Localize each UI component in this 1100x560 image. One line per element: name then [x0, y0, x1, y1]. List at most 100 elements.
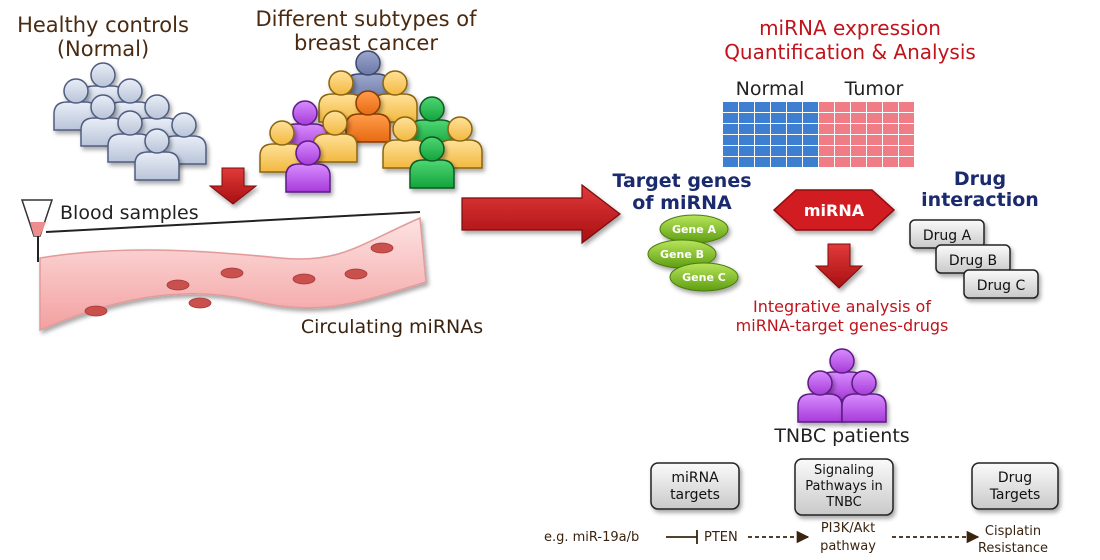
pten-label: PTEN — [704, 530, 738, 545]
heatmap-cell — [867, 124, 882, 134]
heatmap-cell — [739, 113, 754, 123]
cisplatin-label-line2: Resistance — [978, 541, 1048, 556]
heatmap-cell — [819, 146, 834, 156]
heatmap-cell — [851, 135, 866, 145]
heatmap-cell — [803, 113, 818, 123]
drug-c-label: Drug C — [977, 278, 1026, 294]
drug-a-label: Drug A — [923, 228, 972, 244]
blood-line-top — [45, 211, 421, 233]
heatmap-cell — [835, 124, 850, 134]
blood-samples-label: Blood samples — [60, 202, 199, 224]
heatmap-cell — [851, 157, 866, 167]
heatmap-cell — [755, 135, 770, 145]
heatmap-cell — [755, 124, 770, 134]
person-icon — [161, 112, 207, 165]
mirna-targets-line2: targets — [670, 487, 720, 503]
big-right-arrow — [461, 183, 621, 245]
heatmap-cell — [771, 102, 786, 112]
heatmap-cell — [803, 102, 818, 112]
heatmap-cell — [899, 146, 914, 156]
heatmap-cell — [739, 135, 754, 145]
heatmap-cell — [883, 113, 898, 123]
mirna-targets-line1: miRNA — [671, 470, 719, 486]
drug-targets-line1: Drug — [998, 470, 1032, 486]
heatmap-cell — [835, 102, 850, 112]
blood-tube-icon — [20, 199, 54, 262]
blood-cell — [188, 297, 212, 309]
integrative-title-line1: Integrative analysis of — [753, 297, 931, 316]
heatmap-cell — [771, 124, 786, 134]
drug-interaction-title-line2: interaction — [921, 189, 1039, 211]
heatmap-cell — [739, 157, 754, 167]
blood-cell — [292, 273, 316, 285]
person-icon — [409, 136, 455, 189]
heatmap-cell — [803, 146, 818, 156]
example-mirna-label: e.g. miR-19a/b — [544, 530, 639, 545]
heatmap-cell — [883, 146, 898, 156]
heatmap-cell — [771, 157, 786, 167]
signaling-pathways-box: Signaling Pathways in TNBC — [794, 458, 894, 516]
gene-c-label: Gene C — [682, 271, 726, 284]
heatmap-cell — [819, 113, 834, 123]
integrative-title-line2: miRNA-target genes-drugs — [736, 316, 949, 335]
drug-b-box: Drug B — [935, 244, 1011, 274]
person-icon — [53, 78, 99, 131]
heatmap-cell — [867, 157, 882, 167]
blood-cell — [220, 267, 244, 279]
heatmap-cell — [867, 113, 882, 123]
tumor-label: Tumor — [844, 78, 904, 100]
blood-cell — [344, 268, 368, 280]
heatmap-cell — [739, 102, 754, 112]
expression-title-line1: miRNA expression — [759, 16, 941, 40]
gene-a-label: Gene A — [672, 223, 717, 236]
target-genes-title-line1: Target genes — [612, 170, 751, 192]
blood-cell — [84, 305, 108, 317]
heatmap-cell — [787, 135, 802, 145]
drug-b-label: Drug B — [949, 253, 997, 269]
heatmap-cell — [899, 157, 914, 167]
heatmap-cell — [787, 146, 802, 156]
heatmap-cell — [899, 124, 914, 134]
person-icon — [285, 140, 331, 193]
heatmap-cell — [723, 102, 738, 112]
drug-a-box: Drug A — [909, 219, 985, 249]
drug-c-box: Drug C — [963, 269, 1039, 299]
healthy-title-line2: (Normal) — [57, 37, 149, 61]
heatmap-cell — [899, 135, 914, 145]
circulating-mirnas-label: Circulating miRNAs — [301, 316, 483, 338]
heatmap-cell — [883, 157, 898, 167]
mirna-hexagon-icon: miRNA — [772, 189, 896, 231]
blood-vessel-icon — [39, 216, 427, 332]
heatmap-cell — [723, 124, 738, 134]
blood-cell — [370, 242, 394, 254]
heatmap-cell — [835, 157, 850, 167]
mirna-targets-box: miRNA targets — [650, 462, 740, 510]
down-arrow-integrative — [814, 243, 864, 289]
heatmap-cell — [867, 146, 882, 156]
heatmap-cell — [819, 157, 834, 167]
drug-targets-line2: Targets — [989, 487, 1041, 503]
heatmap-cell — [755, 146, 770, 156]
pi3k-label-line1: PI3K/Akt — [821, 521, 875, 536]
blood-cell — [166, 279, 190, 291]
heatmap-cell — [723, 135, 738, 145]
heatmap-cell — [771, 113, 786, 123]
signaling-line1: Signaling — [814, 463, 874, 478]
heatmap-cell — [739, 146, 754, 156]
signaling-line2: Pathways in — [805, 479, 883, 494]
down-arrow-blood — [208, 167, 258, 205]
cisplatin-label-line1: Cisplatin — [985, 524, 1041, 539]
pi3k-label-line2: pathway — [820, 539, 876, 554]
heatmap-cell — [723, 113, 738, 123]
tnbc-patients-label: TNBC patients — [773, 425, 909, 447]
heatmap-cell — [867, 102, 882, 112]
heatmap-cell — [851, 146, 866, 156]
gene-b-label: Gene B — [660, 248, 704, 261]
cancer-people-icon — [259, 50, 483, 193]
heatmap-cell — [819, 135, 834, 145]
drug-targets-box: Drug Targets — [971, 462, 1059, 510]
heatmap-cell — [819, 124, 834, 134]
heatmap-cell — [755, 157, 770, 167]
signaling-line3: TNBC — [825, 495, 861, 510]
heatmap-cell — [787, 124, 802, 134]
